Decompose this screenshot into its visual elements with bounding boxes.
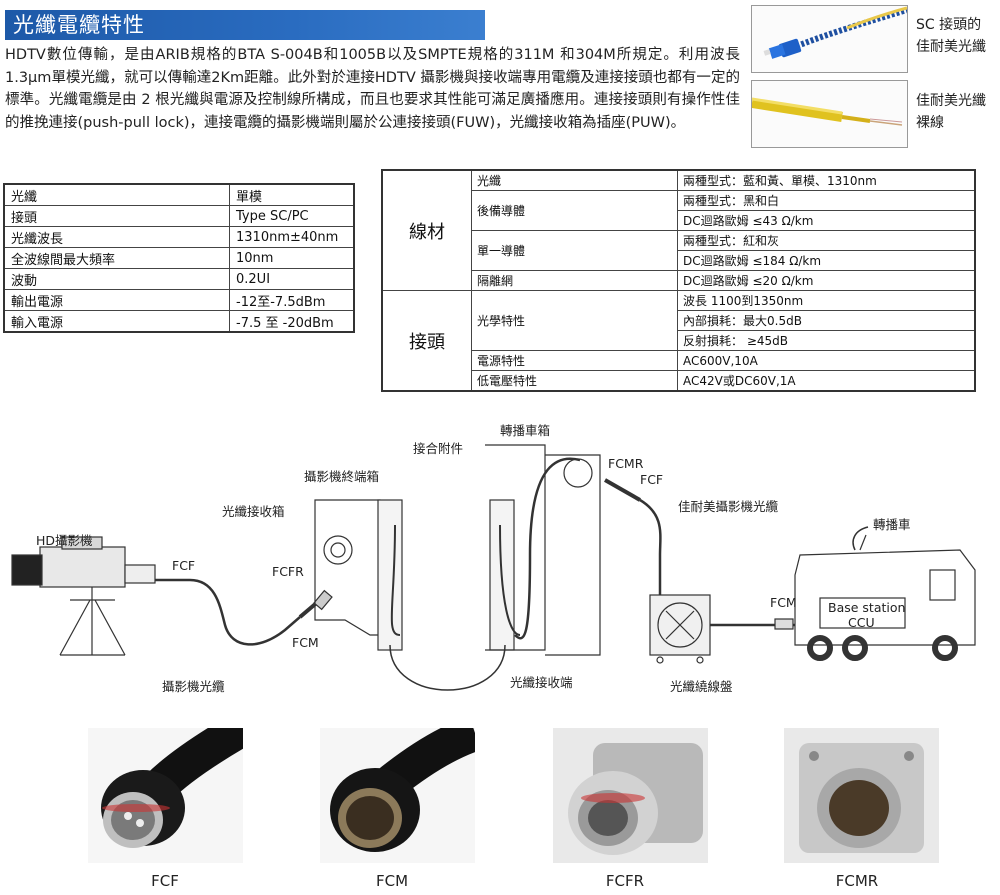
label-fcmr: FCMR <box>608 456 644 471</box>
label-fcf-1: FCF <box>172 558 196 573</box>
table-row: 隔離網 DC迴路歐姆 ≤20 Ω/km <box>382 270 976 291</box>
label-hd-camera: HD攝影機 <box>36 533 93 548</box>
table-row: 低電壓特性 AC42V或DC60V,1A <box>382 370 976 392</box>
row-value: DC迴路歐姆 ≤43 Ω/km <box>677 210 976 231</box>
fcm-connector-photo <box>320 728 475 863</box>
row-value: DC迴路歐姆 ≤20 Ω/km <box>677 270 976 291</box>
sc-connector-fiber-photo <box>751 5 908 73</box>
fcfr-caption: FCFR <box>605 872 645 890</box>
spec-value: 單模 <box>229 183 355 206</box>
spec-value: Type SC/PC <box>229 205 355 227</box>
row-key: 後備導體 <box>471 190 678 231</box>
label-fcf-2: FCF <box>640 472 664 487</box>
fcf-connector-photo <box>88 728 243 863</box>
spec-key: 全波線間最大頻率 <box>3 247 230 269</box>
page-title: 光纖電纜特性 <box>5 10 485 40</box>
row-key: 光纖 <box>471 169 678 191</box>
row-value: 兩種型式：紅和灰 <box>677 230 976 251</box>
fcf-caption: FCF <box>151 872 179 890</box>
label-fcm-1: FCM <box>292 635 319 650</box>
spec-key: 接頭 <box>3 205 230 227</box>
hd-camera-icon <box>11 536 156 656</box>
row-key: 隔離網 <box>471 270 678 291</box>
row-key: 單一導體 <box>471 230 678 271</box>
spec-value: 0.2UI <box>229 268 355 290</box>
label-joint-accessory: 接合附件 <box>413 441 464 456</box>
table-row: 單一導體 兩種型式：紅和灰 <box>382 230 976 271</box>
table-row: 後備導體 兩種型式：黑和白 <box>382 190 976 231</box>
spec-value: 1310nm±40nm <box>229 226 355 248</box>
row-value: DC迴路歐姆 ≤184 Ω/km <box>677 250 976 271</box>
table-row: 光纖單模 <box>3 183 355 206</box>
row-value: 兩種型式：黑和白 <box>677 190 976 211</box>
material-connector-table: 線材 光纖 兩種型式：藍和黃、單模、1310nm 後備導體 兩種型式：黑和白 D… <box>381 169 976 392</box>
label-fiber-reel: 光纖繞線盤 <box>670 679 733 694</box>
table-row: 反射損耗： ≥45dB <box>382 330 976 351</box>
label-fiber-receiver-box: 光纖接收箱 <box>222 504 285 519</box>
table-row: 輸出電源-12至-7.5dBm <box>3 289 355 311</box>
label-base-station: Base station <box>828 600 906 615</box>
row-key: 電源特性 <box>471 350 678 371</box>
label-fiber-receiver-end: 光纖接收端 <box>510 675 573 690</box>
label-camera-terminal-box: 攝影機終端箱 <box>304 469 380 484</box>
group-connector: 接頭 <box>381 290 472 392</box>
intro-paragraph: HDTV數位傳輸，是由ARIB規格的BTA S-004B和1005B以及SMPT… <box>5 47 740 131</box>
row-value: 反射損耗： ≥45dB <box>677 330 976 351</box>
table-row: 線材 光纖 兩種型式：藍和黃、單模、1310nm <box>381 169 976 291</box>
row-key: 低電壓特性 <box>471 370 678 392</box>
spec-key: 光纖 <box>3 183 230 206</box>
label-fcm-2: FCM <box>770 595 797 610</box>
row-value: 內部損耗：最大0.5dB <box>677 310 976 331</box>
spec-value: -12至-7.5dBm <box>229 289 355 311</box>
fcfr-connector-photo <box>553 728 708 863</box>
label-relay-box: 轉播車箱 <box>500 423 551 438</box>
label-camera-cable: 攝影機光纜 <box>162 679 225 694</box>
spec-key: 輸出電源 <box>3 289 230 311</box>
group-cable: 線材 <box>381 169 472 291</box>
bare-fiber-photo <box>751 80 908 148</box>
sc-fiber-caption: SC 接頭的 佳耐美光纖 <box>916 17 986 55</box>
spec-key: 輸入電源 <box>3 310 230 333</box>
label-ob-van: 轉播車 <box>873 517 911 532</box>
bare-fiber-caption: 佳耐美光纖 裸線 <box>916 93 986 131</box>
label-canare-camera-fiber: 佳耐美攝影機光纜 <box>678 499 779 514</box>
row-value: 兩種型式：藍和黃、單模、1310nm <box>677 169 976 191</box>
table-row: 輸入電源-7.5 至 -20dBm <box>3 310 355 333</box>
spec-value: -7.5 至 -20dBm <box>229 310 355 333</box>
row-value: 波長 1100到1350nm <box>677 290 976 311</box>
fcmr-connector-photo <box>784 728 939 863</box>
spec-key: 波動 <box>3 268 230 290</box>
row-key: 光學特性 <box>471 290 678 351</box>
fcm-caption: FCM <box>375 872 409 890</box>
system-diagram <box>11 444 976 691</box>
label-fcfr: FCFR <box>272 564 304 579</box>
row-value: AC600V,10A <box>677 350 976 371</box>
spec-key: 光纖波長 <box>3 226 230 248</box>
label-ccu: CCU <box>848 615 875 630</box>
table-row: 電源特性 AC600V,10A <box>382 350 976 371</box>
fcmr-caption: FCMR <box>835 872 879 890</box>
table-row: 接頭 光學特性 波長 1100到1350nm <box>381 290 976 392</box>
spec-value: 10nm <box>229 247 355 269</box>
row-value: AC42V或DC60V,1A <box>677 370 976 392</box>
